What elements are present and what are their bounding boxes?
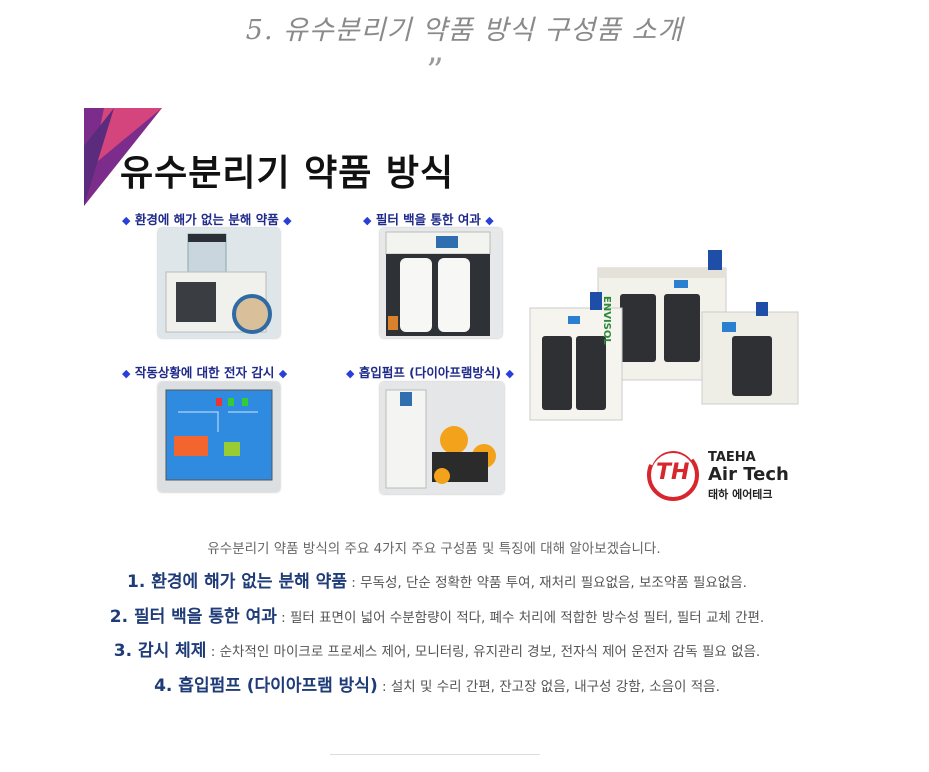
diamond-icon: ◆ <box>278 367 288 380</box>
logo-mark: TH <box>656 460 690 485</box>
photo-filter-bag <box>380 228 502 338</box>
diamond-icon: ◆ <box>283 214 292 227</box>
caption-decomposition: ◆ 환경에 해가 없는 분해 약품 ◆ <box>122 209 292 228</box>
feature-heading: 1. 환경에 해가 없는 분해 약품 <box>127 572 347 592</box>
intro-text: 유수분리기 약품 방식의 주요 4가지 주요 구성품 및 특징에 대해 알아보겠… <box>207 541 661 557</box>
product-units-image <box>529 250 799 421</box>
photo-control-panel <box>158 382 280 492</box>
diamond-icon: ◆ <box>122 367 131 380</box>
logo-line3: 태하 에어테크 <box>708 488 773 501</box>
product-banner: 유수분리기 약품 방식 ◆ 환경에 해가 없는 분해 약품 ◆ ◆ 필터 백을 … <box>84 106 804 506</box>
feature-heading: 4. 흡입펌프 (다이아프램 방식) <box>154 676 378 696</box>
company-logo: TH TAEHA Air Tech 태하 에어테크 <box>644 446 804 506</box>
diamond-icon: ◆ <box>346 367 355 380</box>
caption-filter-bag: ◆ 필터 백을 통한 여과 ◆ <box>363 209 494 228</box>
photo-diaphragm-pump <box>380 382 504 494</box>
photo-chemical-unit <box>158 228 280 338</box>
caption-monitoring: ◆ 작동상황에 대한 전자 감시 ◆ <box>122 362 287 381</box>
caption-pump: ◆ 흡입펌프 (다이아프램방식) ◆ <box>346 362 514 381</box>
caption-text: 필터 백을 통한 여과 <box>375 212 481 227</box>
banner-title: 유수분리기 약품 방식 <box>120 153 455 194</box>
quote-mark: ” <box>426 51 444 91</box>
feature-heading: 3. 감시 체제 <box>113 641 207 661</box>
feature-desc: : 순차적인 마이크로 프로세스 제어, 모니터링, 유지관리 경보, 전자식 … <box>206 644 761 660</box>
feature-item-4: 4. 흡입펌프 (다이아프램 방식) : 설치 및 수리 간편, 잔고장 없음,… <box>0 671 874 696</box>
logo-line2: Air Tech <box>708 464 789 485</box>
feature-desc: : 설치 및 수리 간편, 잔고장 없음, 내구성 강함, 소음이 적음. <box>377 679 720 695</box>
diamond-icon: ◆ <box>122 214 131 227</box>
diamond-icon: ◆ <box>505 367 514 380</box>
caption-text: 작동상황에 대한 전자 감시 <box>134 365 275 380</box>
logo-line1: TAEHA <box>708 450 756 465</box>
feature-item-1: 1. 환경에 해가 없는 분해 약품 : 무독성, 단순 정확한 약품 투여, … <box>0 567 874 592</box>
caption-text: 흡입펌프 (다이아프램방식) <box>358 365 502 380</box>
feature-desc: : 무독성, 단순 정확한 약품 투여, 재처리 필요없음, 보조약품 필요없음… <box>346 575 747 591</box>
diamond-icon: ◆ <box>363 214 372 227</box>
feature-item-3: 3. 감시 체제 : 순차적인 마이크로 프로세스 제어, 모니터링, 유지관리… <box>0 636 874 661</box>
corner-decoration <box>84 108 162 206</box>
diamond-icon: ◆ <box>485 214 494 227</box>
feature-heading: 2. 필터 백을 통한 여과 <box>109 607 277 627</box>
feature-desc: : 필터 표면이 넓어 수분함량이 적다, 폐수 처리에 적합한 방수성 필터,… <box>276 610 765 626</box>
section-title: 5. 유수분리기 약품 방식 구성품 소개 <box>245 15 684 46</box>
caption-text: 환경에 해가 없는 분해 약품 <box>134 212 279 227</box>
feature-item-2: 2. 필터 백을 통한 여과 : 필터 표면이 넓어 수분함량이 적다, 폐수 … <box>0 602 874 627</box>
divider <box>330 754 540 755</box>
taeha-logo-icon <box>645 446 699 501</box>
product-brand-label: ENVISOL <box>601 296 612 345</box>
